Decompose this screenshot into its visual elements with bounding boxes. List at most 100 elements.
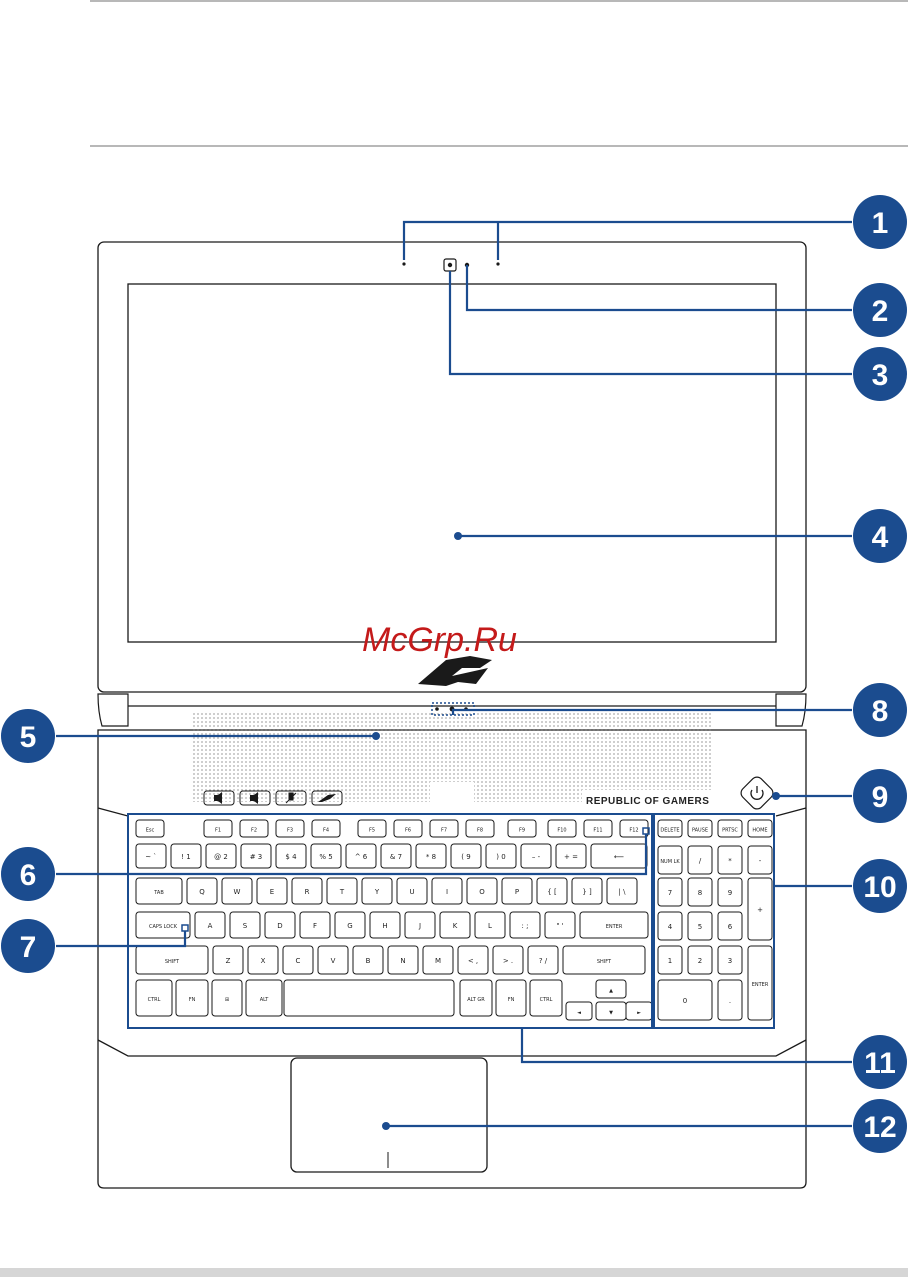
key[interactable]: ( 9 [450, 843, 482, 869]
key[interactable]: F4 [311, 819, 341, 838]
touchpad[interactable] [290, 1057, 488, 1173]
key[interactable]: – - [520, 843, 552, 869]
key[interactable]: J [404, 911, 436, 939]
key[interactable]: ) 0 [485, 843, 517, 869]
key[interactable]: 5 [687, 911, 713, 941]
key[interactable]: ENTER [579, 911, 649, 939]
key[interactable]: O [466, 877, 498, 905]
key[interactable]: X [247, 945, 279, 975]
key[interactable]: F1 [203, 819, 233, 838]
mic-mute-button[interactable] [275, 790, 307, 806]
key[interactable]: < , [457, 945, 489, 975]
key[interactable]: CAPS LOCK [135, 911, 191, 939]
key[interactable]: + = [555, 843, 587, 869]
key[interactable]: ALT GR [459, 979, 493, 1017]
key[interactable]: $ 4 [275, 843, 307, 869]
key[interactable]: I [431, 877, 463, 905]
key[interactable]: E [256, 877, 288, 905]
key[interactable]: : ; [509, 911, 541, 939]
key[interactable]: > . [492, 945, 524, 975]
key[interactable]: 8 [687, 877, 713, 907]
key[interactable]: Y [361, 877, 393, 905]
key[interactable]: 0 [657, 979, 713, 1021]
key[interactable]: 6 [717, 911, 743, 941]
key[interactable]: U [396, 877, 428, 905]
key[interactable]: F8 [465, 819, 495, 838]
key[interactable]: 4 [657, 911, 683, 941]
key[interactable]: L [474, 911, 506, 939]
key[interactable]: B [352, 945, 384, 975]
key[interactable]: F9 [507, 819, 537, 838]
key[interactable]: T [326, 877, 358, 905]
key[interactable]: 7 [657, 877, 683, 907]
key[interactable]: A [194, 911, 226, 939]
key[interactable]: F2 [239, 819, 269, 838]
key[interactable] [283, 979, 455, 1017]
key[interactable]: * [717, 845, 743, 875]
key[interactable]: F [299, 911, 331, 939]
key[interactable]: # 3 [240, 843, 272, 869]
key[interactable]: 1 [657, 945, 683, 975]
key[interactable]: FN [175, 979, 209, 1017]
key[interactable]: F5 [357, 819, 387, 838]
key[interactable]: Z [212, 945, 244, 975]
key[interactable]: PAUSE [687, 819, 713, 838]
key[interactable]: DELETE [657, 819, 683, 838]
key[interactable]: . [717, 979, 743, 1021]
key[interactable]: HOME [747, 819, 773, 838]
key[interactable]: SHIFT [135, 945, 209, 975]
key[interactable]: FN [495, 979, 527, 1017]
key[interactable]: D [264, 911, 296, 939]
key[interactable]: G [334, 911, 366, 939]
key[interactable]: Esc [135, 819, 165, 838]
key[interactable]: P [501, 877, 533, 905]
vol-down-button[interactable] [203, 790, 235, 806]
key[interactable]: ◄ [565, 1001, 593, 1021]
key[interactable]: N [387, 945, 419, 975]
key[interactable]: 9 [717, 877, 743, 907]
key[interactable]: & 7 [380, 843, 412, 869]
key[interactable]: C [282, 945, 314, 975]
key[interactable]: CTRL [529, 979, 563, 1017]
key[interactable]: V [317, 945, 349, 975]
key[interactable]: CTRL [135, 979, 173, 1017]
key[interactable]: ^ 6 [345, 843, 377, 869]
key[interactable]: TAB [135, 877, 183, 905]
key[interactable]: H [369, 911, 401, 939]
key[interactable]: NUM LK [657, 845, 683, 875]
key[interactable]: 3 [717, 945, 743, 975]
key[interactable]: ▼ [595, 1001, 627, 1021]
key[interactable]: ⟵ [590, 843, 648, 869]
power-button[interactable] [739, 775, 776, 812]
key[interactable]: ENTER [747, 945, 773, 1021]
key[interactable]: | \ [606, 877, 638, 905]
key[interactable]: } ] [571, 877, 603, 905]
key[interactable]: PRTSC [717, 819, 743, 838]
key[interactable]: F3 [275, 819, 305, 838]
key[interactable]: ? / [527, 945, 559, 975]
key[interactable]: F11 [583, 819, 613, 838]
key[interactable]: % 5 [310, 843, 342, 869]
key[interactable]: W [221, 877, 253, 905]
key[interactable]: ⊞ [211, 979, 243, 1017]
key[interactable]: R [291, 877, 323, 905]
key[interactable]: " ' [544, 911, 576, 939]
key[interactable]: 2 [687, 945, 713, 975]
key[interactable]: * 8 [415, 843, 447, 869]
key[interactable]: ▲ [595, 979, 627, 999]
key[interactable]: S [229, 911, 261, 939]
key[interactable]: - [747, 845, 773, 875]
key[interactable]: ALT [245, 979, 283, 1017]
key[interactable]: / [687, 845, 713, 875]
key[interactable]: { [ [536, 877, 568, 905]
key[interactable]: F10 [547, 819, 577, 838]
key[interactable]: F6 [393, 819, 423, 838]
key[interactable]: + [747, 877, 773, 941]
vol-up-button[interactable] [239, 790, 271, 806]
key[interactable]: K [439, 911, 471, 939]
key[interactable]: M [422, 945, 454, 975]
key[interactable]: F7 [429, 819, 459, 838]
key[interactable]: SHIFT [562, 945, 646, 975]
key[interactable]: Q [186, 877, 218, 905]
key[interactable]: ► [625, 1001, 653, 1021]
